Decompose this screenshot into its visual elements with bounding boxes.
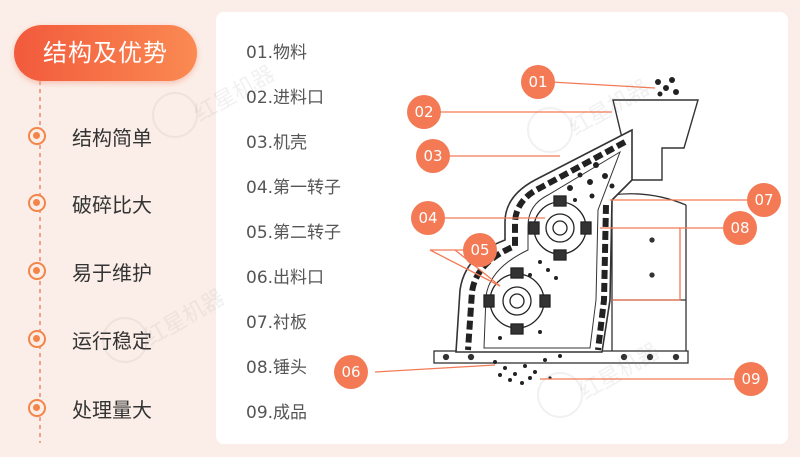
callout-label: 06 bbox=[341, 363, 360, 381]
feature-item: 处理量大 bbox=[28, 393, 152, 423]
callout-label: 07 bbox=[754, 191, 773, 209]
bullet-icon bbox=[28, 399, 46, 417]
callout-02: 02 bbox=[407, 95, 441, 129]
bullet-icon bbox=[28, 194, 46, 212]
leader-lines bbox=[374, 81, 750, 380]
legend-item: 09.成品 bbox=[246, 403, 308, 423]
feature-item: 运行稳定 bbox=[28, 324, 152, 354]
bullet-icon bbox=[28, 262, 46, 280]
feature-item: 结构简单 bbox=[28, 121, 152, 151]
bullet-icon bbox=[28, 330, 46, 348]
feature-label: 运行稳定 bbox=[72, 328, 152, 353]
callout-03: 03 bbox=[416, 139, 450, 173]
parts-legend: 01.物料 02.进料口 03.机壳 04.第一转子 05.第二转子 06.出料… bbox=[246, 38, 341, 443]
callout-07: 07 bbox=[747, 183, 781, 217]
callout-label: 04 bbox=[418, 209, 437, 227]
bullet-icon bbox=[28, 127, 46, 145]
callout-09: 09 bbox=[734, 362, 768, 396]
callout-05: 05 bbox=[463, 233, 497, 267]
feature-label: 结构简单 bbox=[72, 125, 152, 150]
callout-label: 05 bbox=[470, 241, 489, 259]
callout-label: 02 bbox=[414, 103, 433, 121]
callout-label: 09 bbox=[741, 370, 760, 388]
machine-frame bbox=[611, 193, 687, 351]
feature-item: 破碎比大 bbox=[28, 188, 152, 218]
first-rotor bbox=[528, 195, 592, 261]
title-banner: 结构及优势 bbox=[14, 25, 197, 81]
legend-item: 05.第二转子 bbox=[246, 223, 342, 243]
legend-item: 04.第一转子 bbox=[246, 178, 342, 198]
callout-label: 01 bbox=[528, 73, 547, 91]
legend-item: 01.物料 bbox=[246, 43, 308, 63]
feature-label: 易于维护 bbox=[72, 260, 152, 285]
second-rotor bbox=[483, 267, 551, 335]
callout-06: 06 bbox=[334, 355, 368, 389]
legend-item: 03.机壳 bbox=[246, 133, 308, 153]
watermark-logo bbox=[102, 92, 583, 418]
legend-item: 07.衬板 bbox=[246, 313, 308, 333]
legend-item: 02.进料口 bbox=[246, 88, 325, 108]
feature-label: 处理量大 bbox=[72, 397, 152, 422]
callout-08: 08 bbox=[723, 211, 757, 245]
callout-label: 03 bbox=[423, 147, 442, 165]
callout-01: 01 bbox=[521, 65, 555, 99]
svg-text:红星机器: 红星机器 bbox=[141, 286, 230, 352]
svg-text:红星机器: 红星机器 bbox=[191, 62, 280, 128]
legend-item: 06.出料口 bbox=[246, 268, 325, 288]
callout-label: 08 bbox=[730, 219, 749, 237]
legend-item: 08.锤头 bbox=[246, 358, 308, 378]
feature-label: 破碎比大 bbox=[72, 192, 152, 217]
callout-04: 04 bbox=[411, 201, 445, 235]
feature-item: 易于维护 bbox=[28, 256, 152, 286]
callout-markers: 01 02 03 04 05 06 07 08 09 bbox=[334, 65, 781, 396]
material-particles bbox=[493, 77, 679, 385]
